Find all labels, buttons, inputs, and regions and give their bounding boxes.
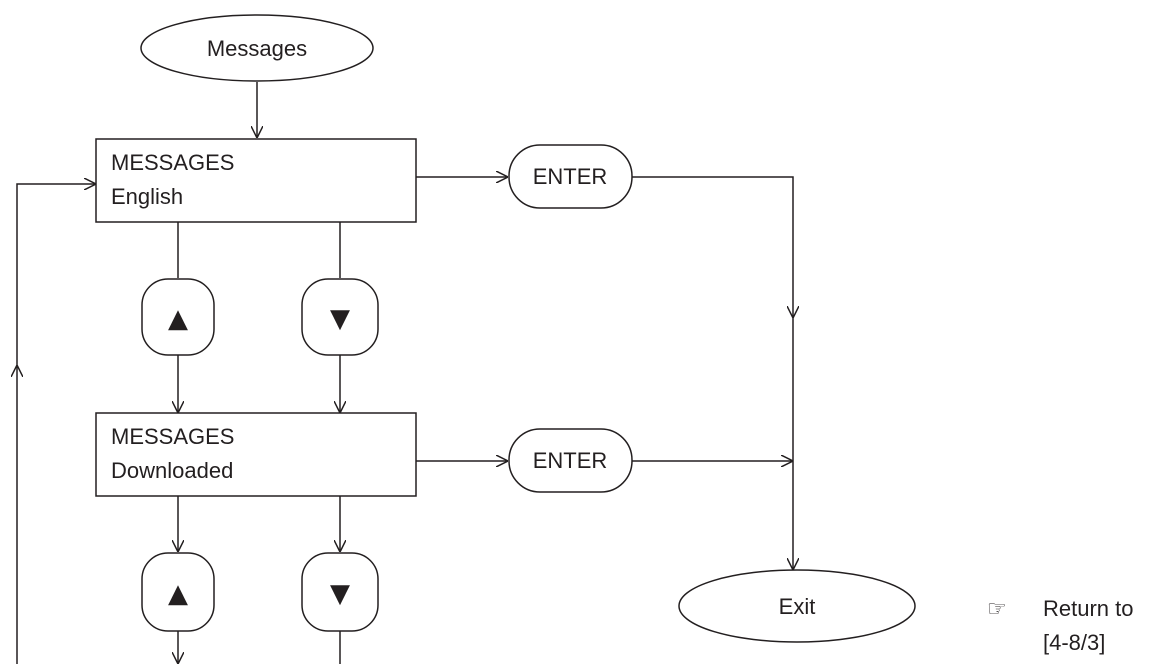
return-loop-to-english bbox=[16, 184, 96, 365]
pointing-hand-icon: ☞ bbox=[987, 597, 1007, 622]
up-arrow-icon: ▲ bbox=[168, 304, 188, 334]
connectors bbox=[17, 82, 793, 664]
exit-node: Exit bbox=[678, 569, 916, 643]
up-button-english[interactable]: ▲ bbox=[141, 278, 215, 356]
note-line1: Return to bbox=[1043, 596, 1134, 621]
menu-box-line1: MESSAGES bbox=[111, 424, 234, 449]
down-arrow-icon: ▼ bbox=[330, 304, 350, 334]
menu-box-line2: Downloaded bbox=[111, 458, 233, 483]
menu-box-line2: English bbox=[111, 184, 183, 209]
menu-box-line1: MESSAGES bbox=[111, 150, 234, 175]
exit-node-label: Exit bbox=[779, 594, 816, 619]
enter-button-english[interactable]: ENTER bbox=[508, 144, 633, 209]
menu-box-downloaded: MESSAGES Downloaded bbox=[95, 412, 417, 497]
start-node-label: Messages bbox=[207, 36, 307, 61]
up-button-downloaded[interactable]: ▲ bbox=[141, 552, 215, 632]
note-line2: [4-8/3] bbox=[1043, 630, 1105, 655]
return-note: ☞ Return to [4-8/3] bbox=[987, 596, 1134, 655]
down-button-english[interactable]: ▼ bbox=[301, 278, 379, 356]
start-node: Messages bbox=[140, 14, 374, 82]
down-button-downloaded[interactable]: ▼ bbox=[301, 552, 379, 632]
enter-button-label: ENTER bbox=[533, 448, 608, 473]
up-arrow-icon: ▲ bbox=[168, 579, 188, 609]
enter-button-label: ENTER bbox=[533, 164, 608, 189]
menu-box-english: MESSAGES English bbox=[95, 138, 417, 223]
down-arrow-icon: ▼ bbox=[330, 579, 350, 609]
enter-button-downloaded[interactable]: ENTER bbox=[508, 428, 633, 493]
arrow-enter-to-exit-upper bbox=[632, 176, 793, 318]
